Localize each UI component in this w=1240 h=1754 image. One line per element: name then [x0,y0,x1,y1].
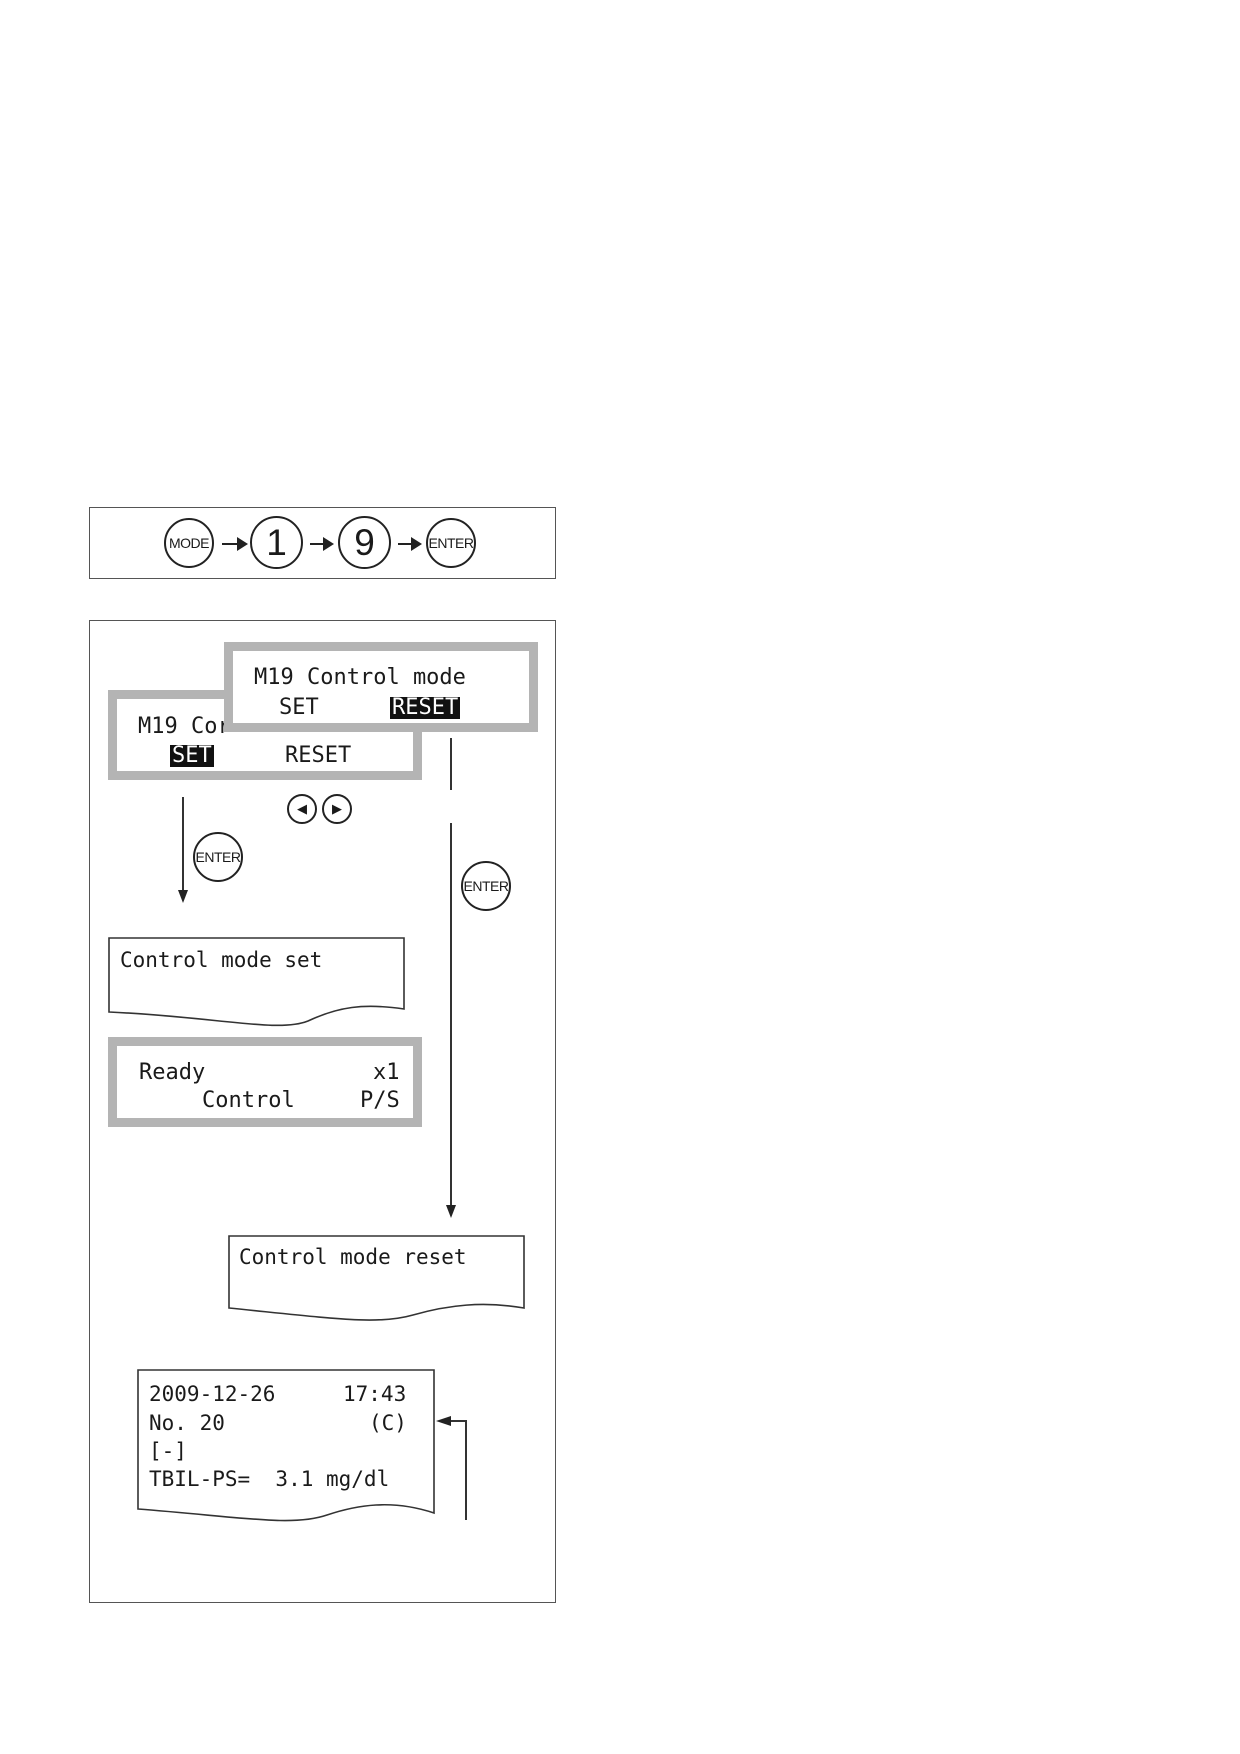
result-flag: (C) [369,1411,407,1435]
lcd-multiplier: x1 [373,1060,400,1085]
enter-key: ENTER [461,861,511,911]
printout-result: 2009-12-26 17:43 No. 20 (C) [-] TBIL-PS=… [137,1369,435,1522]
lcd-option-reset-highlighted: RESET [390,695,461,720]
result-number: No. 20 [149,1411,225,1435]
enter-key: ENTER [193,832,243,882]
lcd-title: M19 Control mode [254,665,466,690]
flow-line [182,797,184,894]
result-time: 17:43 [343,1382,407,1406]
flow-line [450,738,452,790]
arrow-down-icon [178,890,188,903]
result-date: 2009-12-26 [149,1382,276,1406]
lcd-ready-text: Ready [139,1060,206,1085]
printout-text: Control mode reset [239,1245,467,1269]
lcd-option-set: SET [279,695,319,720]
arrow-down-icon [446,1205,456,1218]
flow-line [465,1421,467,1520]
lcd-option-reset: RESET [285,743,352,768]
flow-diagram-frame [89,620,556,1603]
paper-slip-shape [137,1369,435,1522]
paper-slip-shape [228,1235,525,1321]
lcd-screen-ready: Ready x1 Control P/S [108,1037,422,1127]
arrow-right-icon [222,537,248,551]
lcd-title: M19 Cor [138,714,231,739]
printout-control-mode-reset: Control mode reset [228,1235,525,1323]
result-bracket: [-] [149,1439,187,1463]
result-value: TBIL-PS= 3.1 mg/dl [149,1467,390,1491]
arrow-right-icon [310,537,334,551]
enter-key: ENTER [426,518,476,568]
mode-key: MODE [164,518,214,568]
left-arrow-key-icon: ◀ [287,794,317,824]
right-arrow-key-icon: ▶ [322,794,352,824]
flow-line [450,823,452,1209]
flow-line [451,1420,467,1422]
printout-text: Control mode set [120,948,323,972]
lcd-option-set-highlighted: SET [170,743,214,768]
digit-9-key: 9 [338,516,391,569]
digit-1-key: 1 [250,516,303,569]
lcd-screen-reset-selected: M19 Control mode SET RESET [224,642,538,732]
paper-slip-shape [108,937,405,1027]
arrow-left-icon [436,1416,451,1426]
lcd-ps-text: P/S [360,1088,400,1113]
key-sequence-box: MODE 1 9 ENTER [89,507,556,579]
printout-control-mode-set: Control mode set [108,937,405,1027]
arrow-right-icon [398,537,422,551]
lcd-control-text: Control [202,1088,295,1113]
